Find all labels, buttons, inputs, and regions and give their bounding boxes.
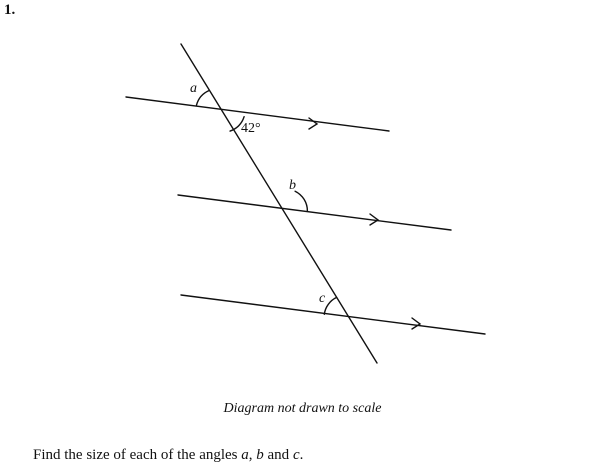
question-var-a: a: [241, 447, 249, 463]
angle-label-42: 42°: [241, 121, 261, 136]
parallel-line-2: [177, 194, 452, 231]
angle-label-a: a: [190, 81, 197, 96]
diagram-caption: Diagram not drawn to scale: [223, 401, 382, 416]
angle-arc-a: [195, 89, 210, 106]
question-text-suffix: .: [299, 447, 304, 463]
parallel-arrow-1: [308, 117, 319, 130]
question-var-c: c: [292, 447, 300, 463]
question-text-prefix: Find the size of each of the angles: [33, 447, 242, 463]
angle-arc-c: [323, 296, 338, 315]
question-sep-2: and: [263, 447, 293, 463]
angle-arc-b: [294, 190, 309, 212]
angle-label-b: b: [289, 178, 296, 193]
parallel-arrow-2: [369, 213, 380, 226]
question-text: Find the size of each of the angles a, b…: [33, 447, 303, 464]
question-number: 1.: [4, 2, 16, 18]
parallel-arrow-3: [411, 317, 422, 330]
angle-label-c: c: [319, 291, 326, 306]
question-var-b: b: [256, 447, 264, 463]
transversal-line: [180, 43, 378, 364]
parallel-line-1: [125, 96, 390, 132]
angle-arc-42: [229, 116, 245, 132]
parallel-line-3: [180, 294, 486, 335]
question-sep-1: ,: [248, 447, 257, 463]
